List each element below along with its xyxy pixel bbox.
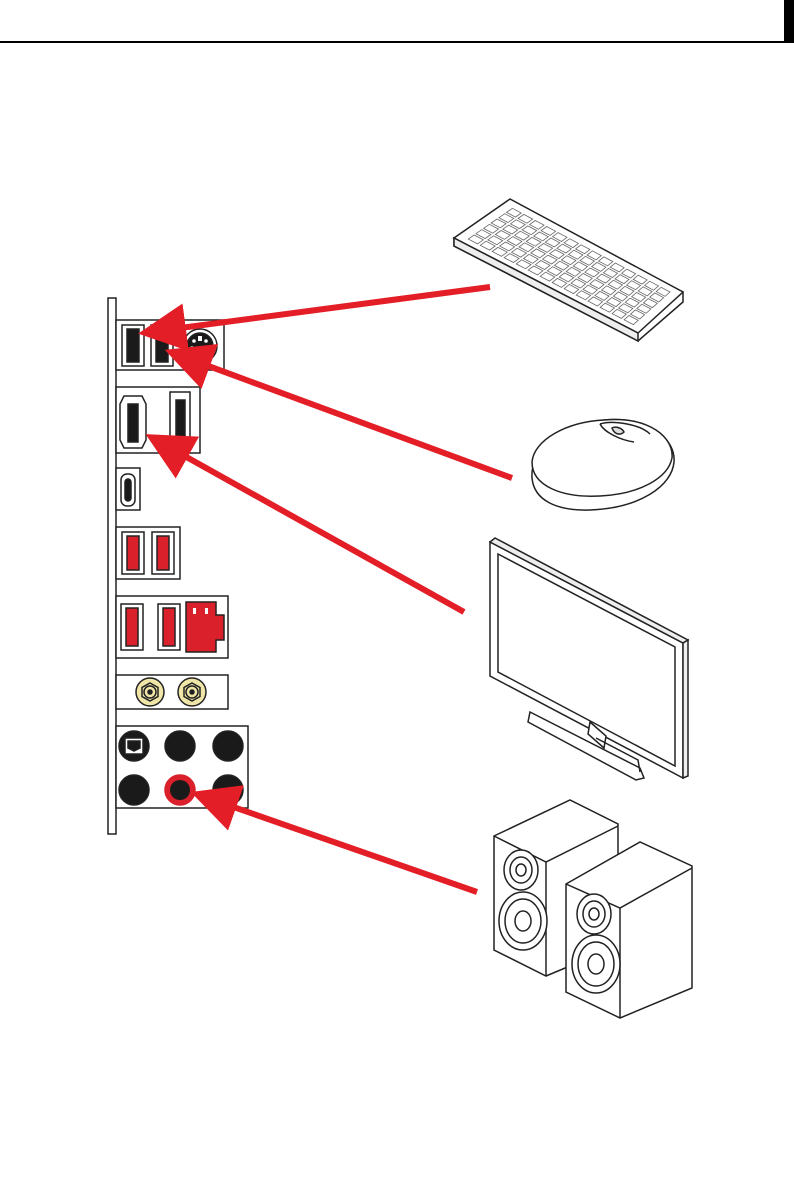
- keyboard-icon: [454, 199, 683, 341]
- wifi-antenna-group: [116, 675, 228, 709]
- audio-jack-2[interactable]: [165, 731, 195, 761]
- usb-port-red-3[interactable]: [121, 604, 143, 650]
- io-shield-edge: [108, 298, 116, 834]
- optical-spdif-port[interactable]: [119, 731, 149, 761]
- usb-type-c-port[interactable]: [116, 468, 140, 510]
- usb-port-top-left[interactable]: [122, 325, 144, 366]
- hdmi-port[interactable]: [120, 396, 146, 448]
- antenna-connector-2[interactable]: [178, 678, 206, 706]
- arrow-keyboard-to-usb: [150, 287, 490, 332]
- displayport-port[interactable]: [170, 392, 190, 448]
- usb-lan-group: [116, 596, 228, 658]
- mouse-icon: [532, 420, 674, 511]
- arrow-monitor-to-hdmi: [156, 440, 464, 612]
- io-panel: [108, 298, 248, 834]
- speakers-icon: [494, 800, 692, 1018]
- audio-jack-3[interactable]: [213, 731, 243, 761]
- usb-port-red-2[interactable]: [152, 532, 174, 574]
- arrow-speakers-to-audio: [202, 796, 477, 892]
- audio-line-out-jack[interactable]: [165, 775, 195, 805]
- monitor-icon: [490, 538, 688, 780]
- audio-jack-4[interactable]: [119, 775, 149, 805]
- arrow-mouse-to-usb: [176, 354, 512, 478]
- antenna-connector-1[interactable]: [136, 678, 164, 706]
- usb-port-red-4[interactable]: [158, 604, 180, 650]
- usb-port-red-1[interactable]: [122, 532, 144, 574]
- audio-group: [116, 726, 248, 808]
- usb-pair-group: [116, 527, 180, 579]
